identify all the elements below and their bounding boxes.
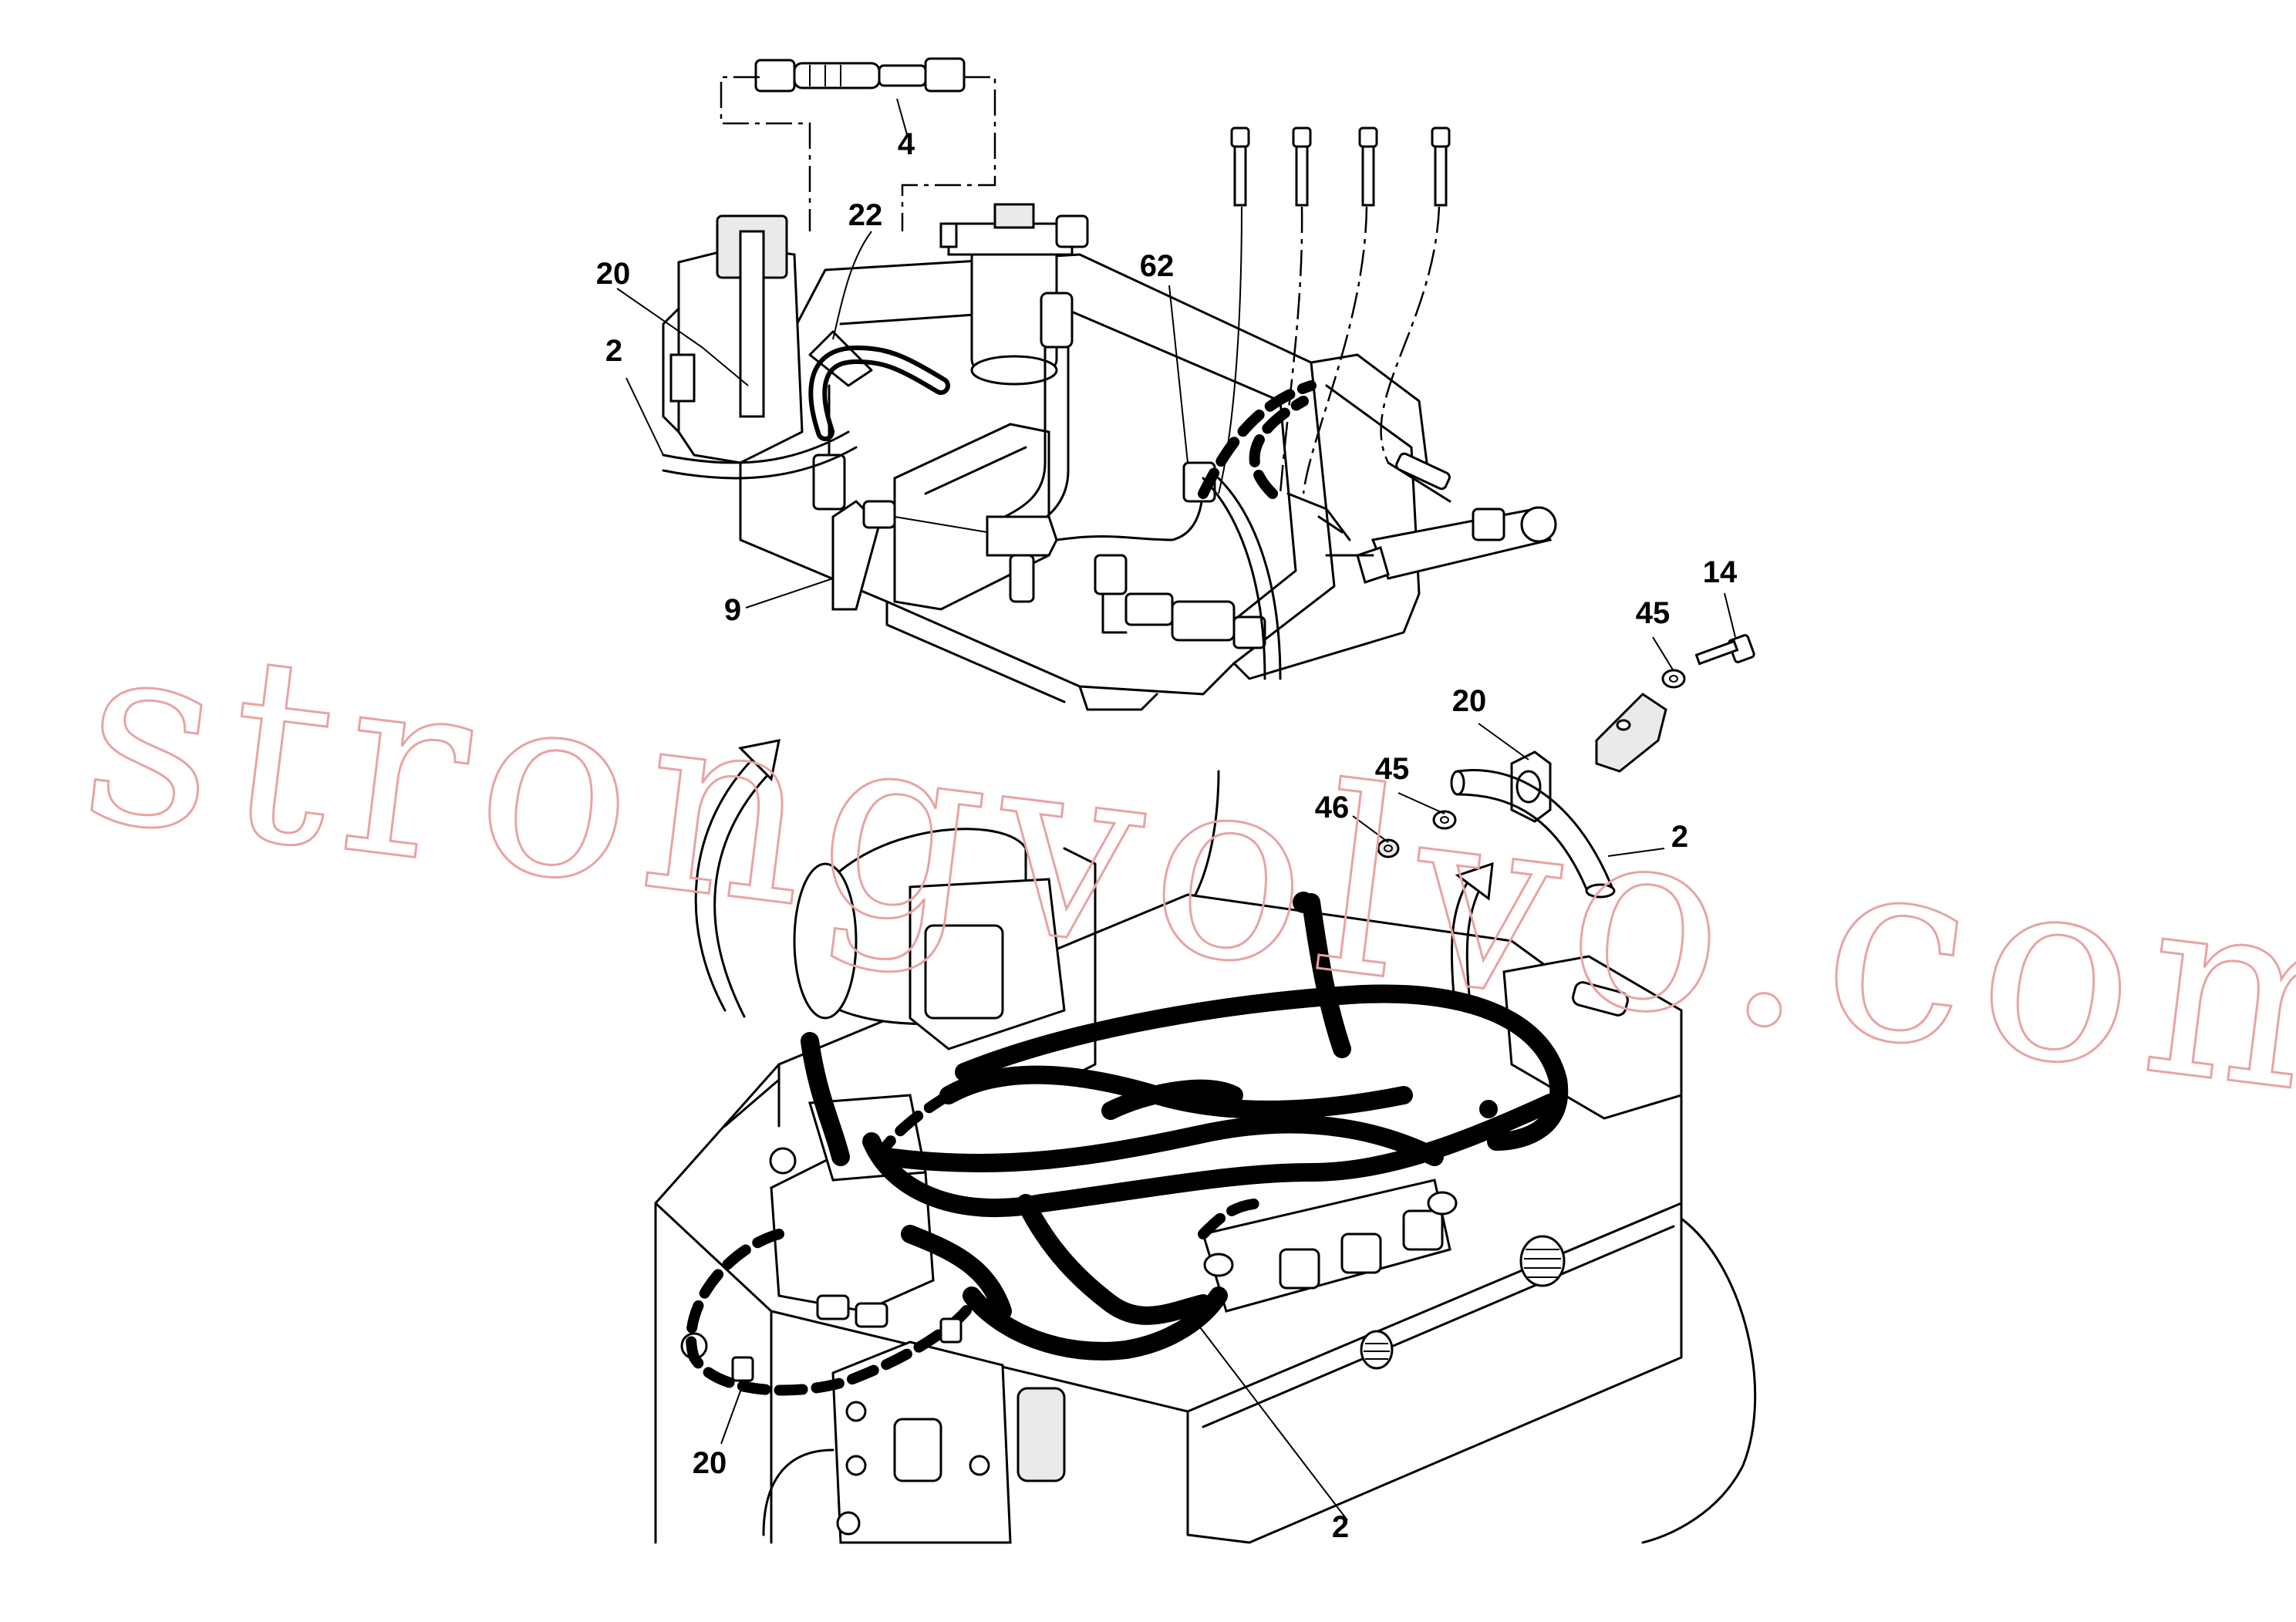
top-detail-view bbox=[662, 57, 1557, 711]
callout-2-mid: 2 bbox=[1671, 820, 1688, 854]
callout-9: 9 bbox=[724, 593, 741, 627]
hose-assembly-4 bbox=[754, 57, 966, 93]
callout-20-mid: 20 bbox=[1452, 684, 1487, 718]
callout-14: 14 bbox=[1703, 555, 1738, 589]
callout-62: 62 bbox=[1140, 249, 1175, 283]
callout-labels: 4 22 20 2 62 9 14 45 20 45 46 2 20 2 bbox=[596, 127, 1738, 1544]
clamp-exploded-view bbox=[1377, 634, 1755, 899]
callout-4: 4 bbox=[898, 127, 915, 161]
vent-grille bbox=[1360, 1235, 1566, 1370]
main-assembly-view bbox=[654, 770, 1757, 1544]
callout-20-bottom: 20 bbox=[693, 1446, 727, 1480]
callout-2-bottom: 2 bbox=[1332, 1510, 1349, 1544]
callout-46: 46 bbox=[1315, 791, 1350, 824]
callout-45-a: 45 bbox=[1636, 596, 1671, 630]
bolt-set bbox=[1230, 126, 1451, 207]
callout-2-top: 2 bbox=[605, 334, 622, 368]
rotation-arrows bbox=[694, 739, 1494, 1018]
callout-45-b: 45 bbox=[1375, 752, 1410, 786]
leader-lines bbox=[616, 98, 1736, 1521]
callout-22: 22 bbox=[848, 198, 883, 232]
watermark-text: strongvolvo.com bbox=[69, 582, 2296, 1160]
callout-20-top: 20 bbox=[596, 257, 631, 291]
